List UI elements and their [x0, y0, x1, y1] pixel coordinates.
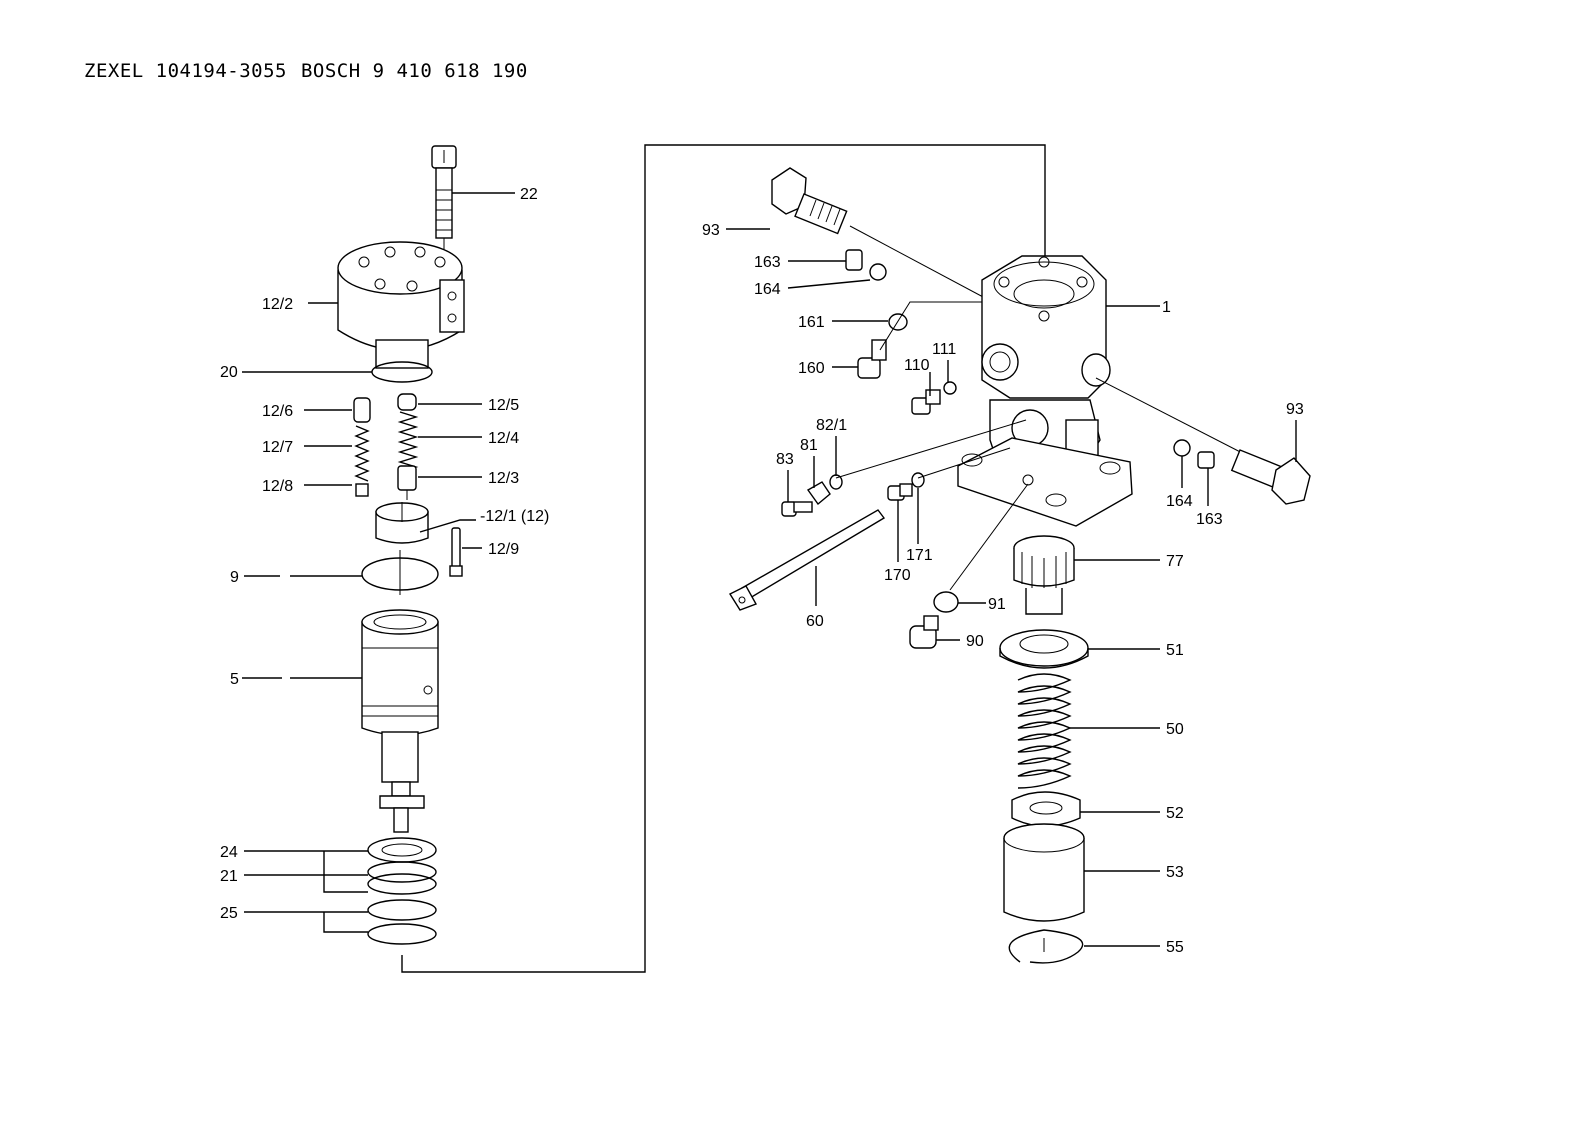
callout-53: 53 — [1166, 864, 1184, 881]
part-12-4-spring — [397, 411, 419, 473]
callout-110: 110 — [904, 357, 930, 374]
part-53-tappet — [1003, 823, 1085, 922]
callout-21: 21 — [220, 868, 238, 885]
part-12-1-valve-seat — [375, 502, 429, 544]
callout-91: 91 — [988, 596, 1006, 613]
part-1-pump-housing — [957, 255, 1133, 527]
part-164-washer-left — [869, 263, 887, 281]
callout-55: 55 — [1166, 939, 1184, 956]
callout-170: 170 — [884, 567, 911, 584]
callout-163-right: 163 — [1196, 511, 1223, 528]
callout-111: 111 — [932, 341, 956, 358]
callout-12-5: 12/5 — [488, 397, 519, 414]
axis-91 — [949, 483, 1029, 591]
callout-12-4: 12/4 — [488, 430, 519, 447]
callout-164-right: 164 — [1166, 493, 1193, 510]
callout-20: 20 — [220, 364, 238, 381]
part-60-control-rod — [728, 509, 886, 611]
part-12-9-screw — [449, 527, 463, 577]
part-81-bushing — [806, 481, 831, 506]
part-12-8-valve — [355, 483, 369, 497]
axis-81 — [835, 419, 1027, 479]
part-93-banjo-bolt-left — [771, 167, 848, 235]
callout-171: 171 — [906, 547, 933, 564]
callout-12-9: 12/9 — [488, 541, 519, 558]
callout-164-left: 164 — [754, 281, 781, 298]
callout-12-6: 12/6 — [262, 403, 293, 420]
part-91-washer — [933, 591, 959, 613]
axis-160 — [879, 301, 990, 351]
part-12-6-valve-holder — [353, 397, 371, 423]
callout-51: 51 — [1166, 642, 1184, 659]
callout-24: 24 — [220, 844, 238, 861]
part-110-screw — [911, 389, 941, 415]
part-90-plug — [909, 615, 939, 649]
callout-12-8: 12/8 — [262, 478, 293, 495]
diagram-title: ZEXEL 104194-3055 BOSCH 9 410 618 190 — [84, 60, 542, 82]
part-12-3-valve-body — [397, 465, 417, 500]
part-51-upper-spring-seat — [999, 629, 1089, 669]
callout-12-2: 12/2 — [262, 296, 293, 313]
callout-160: 160 — [798, 360, 825, 377]
part-170-screw — [887, 483, 913, 501]
callout-60: 60 — [806, 613, 824, 630]
axis-93-right — [1095, 377, 1253, 459]
callout-50: 50 — [1166, 721, 1184, 738]
part-160-plug — [857, 339, 887, 379]
part-171-washer — [911, 472, 925, 488]
connection-bracket — [401, 144, 1046, 973]
callout-25: 25 — [220, 905, 238, 922]
part-22-screw — [431, 145, 457, 262]
callout-77: 77 — [1166, 553, 1184, 570]
part-164-washer-right — [1173, 439, 1191, 457]
axis-170 — [917, 447, 1011, 479]
callout-12-7: 12/7 — [262, 439, 293, 456]
part-163-plug-right — [1197, 451, 1215, 469]
part-24-spring-seat — [367, 837, 437, 863]
part-5-plunger-barrel — [361, 609, 439, 833]
part-111-washer — [943, 381, 957, 395]
callout-22: 22 — [520, 186, 538, 203]
callout-1: 1 — [1162, 299, 1171, 316]
part-83-screw — [781, 501, 813, 517]
callout-90: 90 — [966, 633, 984, 650]
bosch-part-number: BOSCH 9 410 618 190 — [300, 60, 528, 82]
part-12-2-pump-head — [337, 241, 465, 369]
callout-81: 81 — [800, 437, 818, 454]
callout-9: 9 — [230, 569, 239, 586]
leader-lines — [242, 192, 1297, 947]
callout-12-1: -12/1 (12) — [480, 508, 549, 525]
callout-52: 52 — [1166, 805, 1184, 822]
callout-12-3: 12/3 — [488, 470, 519, 487]
part-25-shim — [367, 899, 437, 945]
zexel-part-number: ZEXEL 104194-3055 — [84, 60, 287, 82]
axis-93-left — [849, 225, 1001, 307]
callout-82-1: 82/1 — [816, 417, 847, 434]
callout-83: 83 — [776, 451, 794, 468]
part-50-plunger-spring — [1017, 673, 1072, 789]
part-52-lower-spring-seat — [1011, 791, 1081, 827]
callout-5: 5 — [230, 671, 239, 688]
part-12-7-spring — [354, 425, 370, 482]
callout-163-left: 163 — [754, 254, 781, 271]
part-93-banjo-bolt-right — [1230, 449, 1311, 505]
callout-161: 161 — [798, 314, 825, 331]
callout-93-left: 93 — [702, 222, 720, 239]
callout-93-right: 93 — [1286, 401, 1304, 418]
part-12-5-cap — [397, 393, 417, 411]
part-163-plug-left — [845, 249, 863, 271]
part-55-snap-ring — [1008, 929, 1084, 964]
part-77-control-sleeve — [1013, 535, 1075, 615]
part-21-shim — [367, 861, 437, 895]
